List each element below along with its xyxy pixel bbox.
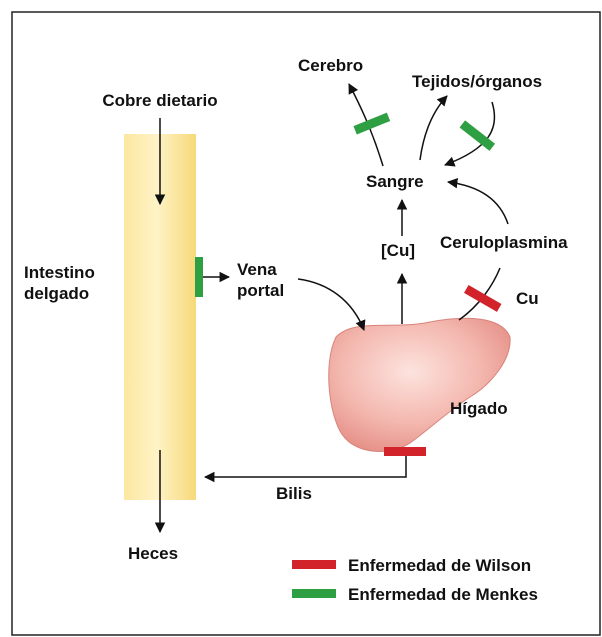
label-portal-vein-line1: Vena bbox=[237, 260, 277, 279]
diagram-frame bbox=[12, 12, 600, 635]
label-tissues-organs: Tejidos/órganos bbox=[412, 72, 542, 91]
label-bile: Bilis bbox=[276, 484, 312, 503]
legend-swatch-menkes bbox=[292, 589, 336, 598]
wilson-block-ceruloplasmin bbox=[464, 285, 501, 312]
label-feces: Heces bbox=[128, 544, 178, 563]
liver bbox=[329, 318, 510, 451]
label-cu-concentration: [Cu] bbox=[381, 241, 415, 260]
label-liver: Hígado bbox=[450, 399, 508, 418]
label-cu: Cu bbox=[516, 289, 539, 308]
legend-swatch-wilson bbox=[292, 560, 336, 569]
label-blood: Sangre bbox=[366, 172, 424, 191]
label-intestine-line2: delgado bbox=[24, 284, 89, 303]
label-portal-vein-line2: portal bbox=[237, 281, 284, 300]
legend: Enfermedad de Wilson Enfermedad de Menke… bbox=[292, 556, 538, 604]
arrow-blood-to-tissues bbox=[420, 96, 447, 160]
arrow-ceruloplasmin-to-blood bbox=[448, 182, 508, 224]
legend-label-wilson: Enfermedad de Wilson bbox=[348, 556, 531, 575]
legend-label-menkes: Enfermedad de Menkes bbox=[348, 585, 538, 604]
arrow-portal-vein-to-liver bbox=[298, 279, 364, 330]
label-dietary-copper: Cobre dietario bbox=[102, 91, 217, 110]
label-ceruloplasmin: Ceruloplasmina bbox=[440, 233, 568, 252]
menkes-block-intestine bbox=[195, 257, 203, 297]
menkes-block-brain bbox=[353, 113, 390, 135]
label-intestine-line1: Intestino bbox=[24, 263, 95, 282]
arrow-bile-to-intestine bbox=[205, 450, 406, 477]
wilson-block-bile bbox=[384, 447, 426, 456]
label-brain: Cerebro bbox=[298, 56, 363, 75]
